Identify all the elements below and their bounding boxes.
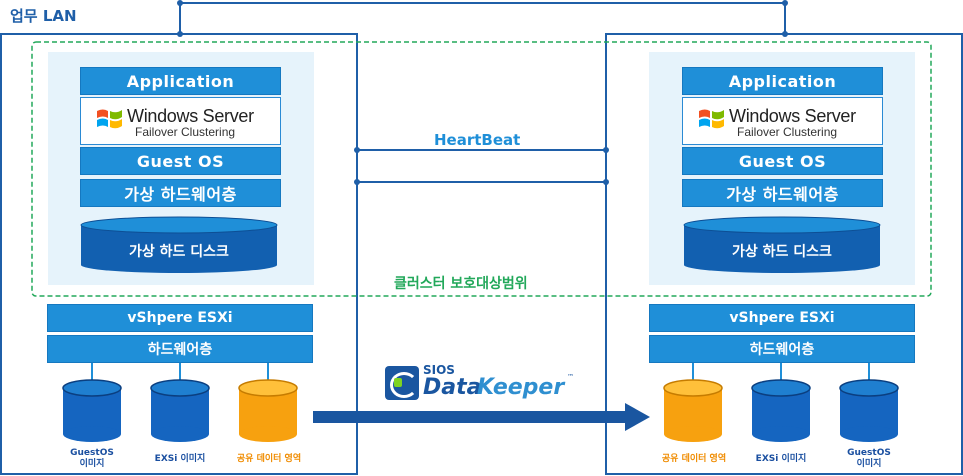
disk-right-2-shape — [751, 379, 811, 442]
windows-server-sub-right: Failover Clustering — [737, 125, 838, 139]
disk-right-1-shape — [663, 379, 723, 442]
windows-server-name-right: Windows Server — [729, 106, 856, 126]
disk-left-1-shape — [62, 379, 122, 442]
disk-left-3-shape — [238, 379, 298, 442]
virtual-hw-bar-right: 가상 하드웨어층 — [682, 179, 883, 207]
disk-right-3-shape — [839, 379, 899, 442]
server-left-outline — [0, 33, 358, 475]
cluster-scope-label: 클러스터 보호대상범위 — [394, 276, 528, 292]
virtual-hw-bar-left: 가상 하드웨어층 — [80, 179, 281, 207]
application-bar-right: Application — [682, 67, 883, 95]
virtual-disk-label-right: 가상 하드 디스크 — [732, 244, 832, 260]
disk-label-right-1: 공유 데이터 영역 — [661, 454, 727, 464]
esxi-bar-right: vShpere ESXi — [649, 304, 915, 332]
disk-left-2-shape — [150, 379, 210, 442]
heartbeat-label: HeartBeat — [434, 131, 521, 149]
cluster-scope-boundary — [31, 41, 932, 297]
windows-logo-icon — [699, 109, 724, 129]
lan-node-left — [177, 0, 183, 6]
virtual-disk-left-shape — [80, 216, 278, 273]
guest-os-bar-right: Guest OS — [682, 147, 883, 175]
guest-os-bar-left: Guest OS — [80, 147, 281, 175]
windows-server-name-left: Windows Server — [127, 106, 254, 126]
virtual-disk-label-left: 가상 하드 디스크 — [129, 244, 229, 260]
virtual-disk-right-shape — [683, 216, 881, 273]
disk-label-right-2: EXSi 이미지 — [755, 454, 807, 464]
hardware-bar-left: 하드웨어층 — [47, 335, 313, 363]
windows-server-sub-left: Failover Clustering — [135, 125, 236, 139]
datakeeper-icon — [385, 366, 419, 400]
application-bar-left: Application — [80, 67, 281, 95]
sios-datakeeper-logo: SIOS Data Keeper ™ — [385, 363, 585, 405]
server-right-outline — [605, 33, 963, 475]
disk-label-left-3: 공유 데이터 영역 — [236, 454, 302, 464]
windows-server-box-left: Windows Server Failover Clustering — [80, 97, 281, 145]
replication-arrow — [313, 403, 650, 431]
esxi-bar-left: vShpere ESXi — [47, 304, 313, 332]
windows-logo-icon — [97, 109, 122, 129]
hardware-bar-right: 하드웨어층 — [649, 335, 915, 363]
disk-label-left-2: EXSi 이미지 — [154, 454, 206, 464]
windows-server-box-right: Windows Server Failover Clustering — [682, 97, 883, 145]
lan-label: 업무 LAN — [10, 7, 77, 25]
lan-node-right — [782, 0, 788, 6]
